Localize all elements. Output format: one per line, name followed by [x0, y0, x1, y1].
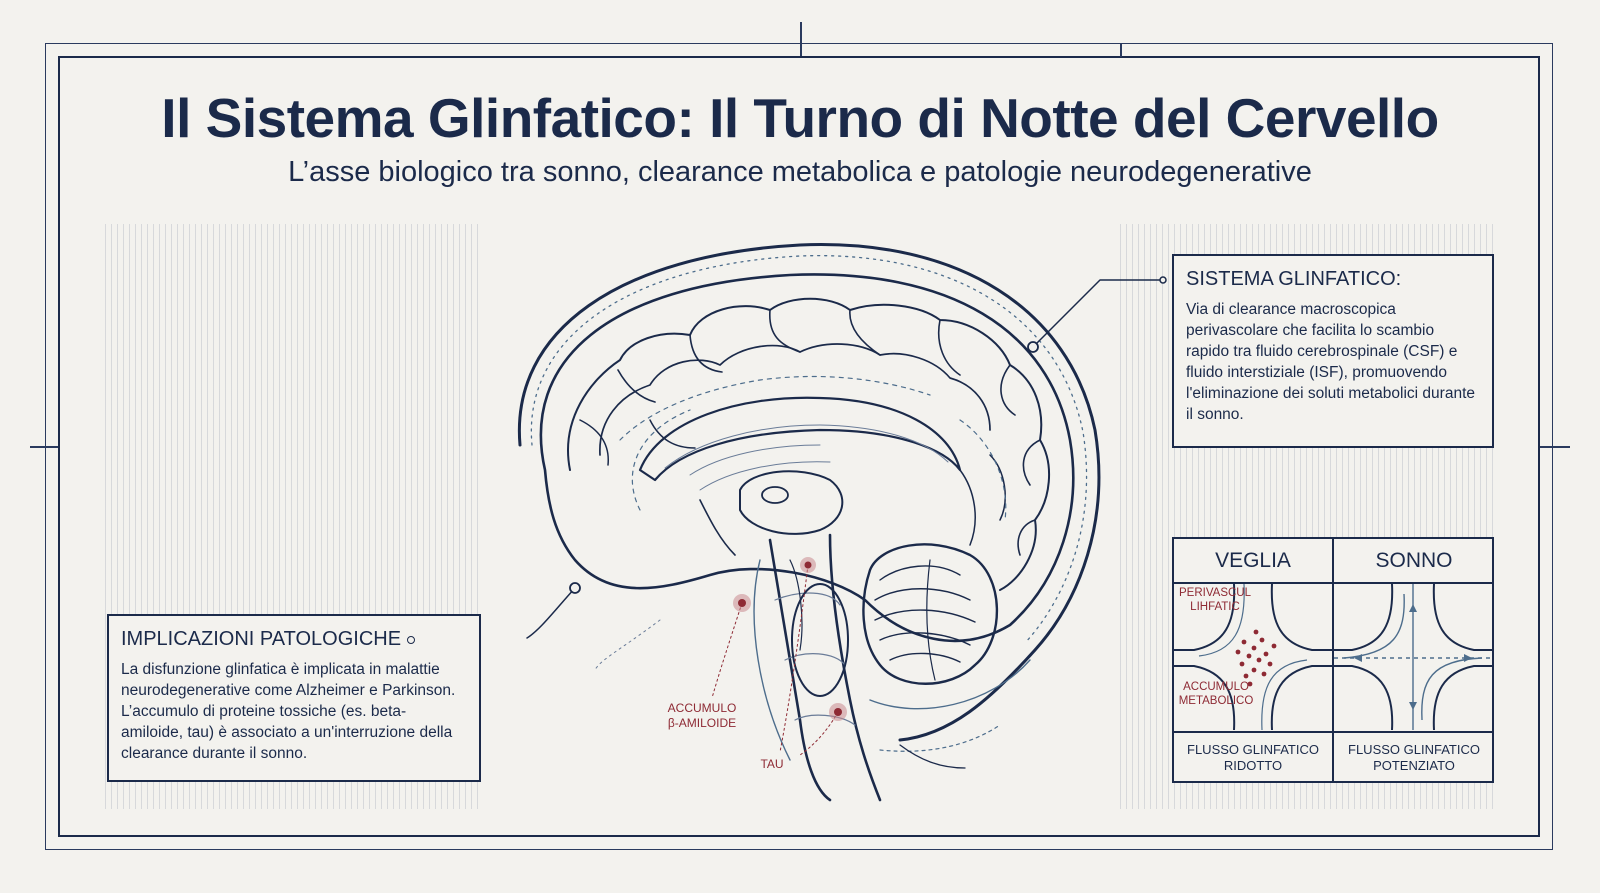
wake-column: VEGLIA PERIVASCUL LIHFATIC ACC [1174, 539, 1334, 781]
sleep-vessel-diagram [1334, 584, 1492, 730]
connector-dot-icon [407, 635, 416, 644]
right-center-tick [1540, 446, 1570, 448]
thalamus [739, 470, 844, 535]
sleep-header: SONNO [1334, 539, 1494, 584]
pathology-title: IMPLICAZIONI PATOLOGICHE [121, 628, 402, 650]
glymphatic-system-box: SISTEMA GLINFATICO: Via di clearance mac… [1172, 254, 1494, 448]
wake-footer: FLUSSO GLINFATICO RIDOTTO [1174, 731, 1332, 781]
cortex-outline [539, 273, 1075, 643]
pons [791, 583, 849, 697]
corpus-callosum [638, 396, 962, 482]
inner-frame [58, 56, 1540, 837]
pathology-text: La disfunzione glinfatica è implicata in… [121, 661, 456, 762]
sleep-footer: FLUSSO GLINFATICO POTENZIATO [1334, 731, 1494, 781]
amyloid-label: ACCUMULO β-AMILOIDE [667, 701, 737, 730]
glymphatic-system-text: Via di clearance macroscopica perivascol… [1186, 301, 1476, 423]
wake-header: VEGLIA [1174, 539, 1332, 584]
glymphatic-system-title: SISTEMA GLINFATICO: [1186, 268, 1402, 290]
top-center-tick [800, 22, 802, 56]
protein-accumulation-spots [733, 557, 847, 721]
metabolic-accumulation-label: ACCUMULO METABOLICO [1178, 681, 1254, 707]
pathology-box: IMPLICAZIONI PATOLOGICHE La disfunzione … [107, 614, 481, 782]
tau-label: TAU [760, 757, 784, 771]
brainstem [768, 538, 832, 802]
top-right-tick [1120, 43, 1122, 57]
wake-vessel-diagram [1174, 584, 1332, 730]
perivascular-label: PERIVASCUL LIHFATIC [1178, 587, 1251, 613]
wake-sleep-comparison: VEGLIA PERIVASCUL LIHFATIC ACC [1172, 537, 1494, 783]
pathology-title-row: IMPLICAZIONI PATOLOGICHE [121, 628, 467, 651]
page-subtitle: L’asse biologico tra sonno, clearance me… [288, 156, 1312, 188]
left-center-tick [30, 446, 58, 448]
sleep-column: SONNO FLUSSO GLINFATICO [1334, 539, 1494, 781]
skull-outline [517, 243, 1101, 742]
page-title: Il Sistema Glinfatico: Il Turno di Notte… [161, 87, 1439, 149]
cerebellum [862, 543, 999, 685]
